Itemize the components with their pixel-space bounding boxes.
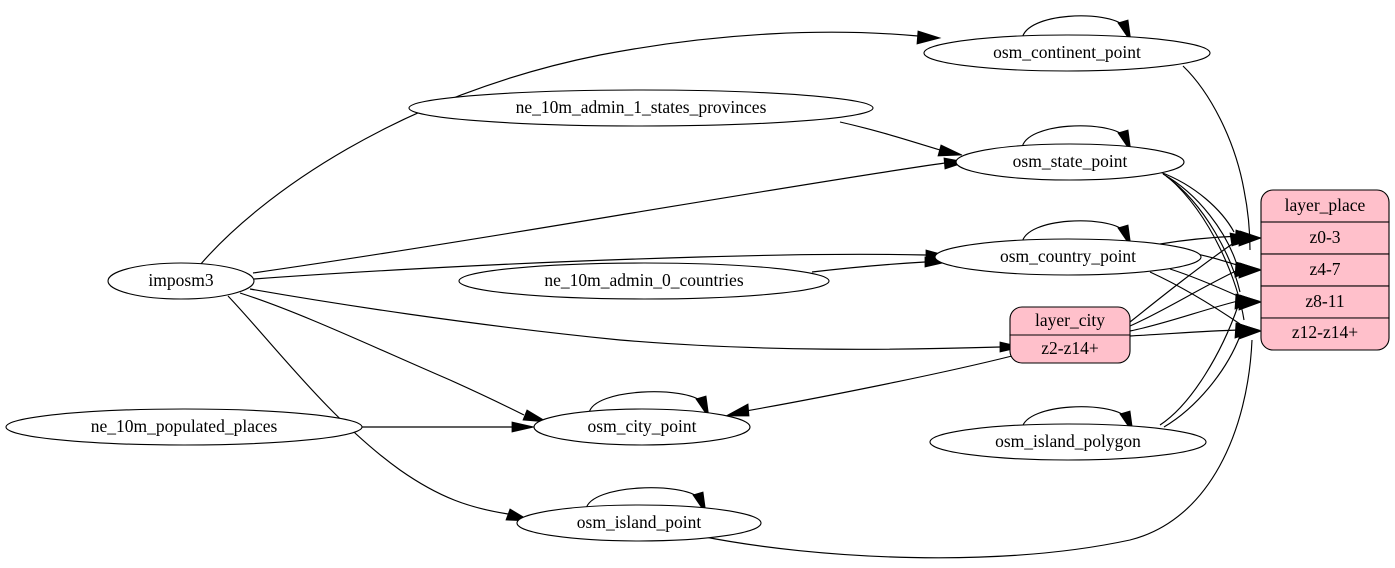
node-label-ne-populated: ne_10m_populated_places [91, 416, 278, 436]
node-label-osm-island-point: osm_island_point [577, 512, 702, 532]
edge-osm-country-point-to-layer-place-z0-3 [1159, 235, 1241, 245]
arrowhead-ne-admin1-osm-state-point [937, 144, 963, 157]
node-label-osm-state-point: osm_state_point [1013, 151, 1128, 171]
record-cell-layer-city-z2-z14[interactable] [1009, 334, 1131, 364]
arrowhead-ne-populated-osm-city-point [511, 421, 535, 433]
edge-self-loop-osm-country-point [1021, 220, 1125, 244]
edge-imposm3-to-osm-country-point [253, 253, 927, 280]
arrowhead-layer-city-osm-city-point [725, 403, 750, 417]
record-label-layer-place-z12-z14: z12-z14+ [1292, 322, 1358, 342]
edge-imposm3-to-osm-city-point [239, 292, 525, 416]
arrowhead-layer-place-z8-11-b [1238, 294, 1263, 311]
record-label-layer-city-title: layer_city [1035, 310, 1105, 330]
edge-osm-island-polygon-to-layer-place-z12-z14 [1163, 335, 1241, 428]
node-shape-osm-island-point[interactable] [516, 504, 762, 542]
edge-imposm3-to-osm-island-point [227, 295, 509, 515]
node-ne-10m-populated-places[interactable]: ne_10m_populated_places [5, 408, 363, 446]
edge-layer-city-to-layer-place-z12-z14 [1129, 329, 1239, 337]
node-shape-osm-state-point[interactable] [955, 143, 1185, 181]
arrowhead-imposm3-osm-state-point [943, 157, 967, 170]
node-ne-10m-admin-1-states-provinces[interactable]: ne_10m_admin_1_states_provinces [408, 89, 874, 127]
edge-layer-city-to-layer-place-z0-3 [1129, 239, 1239, 323]
edge-ne-admin1-to-osm-state-point [839, 121, 941, 151]
edge-osm-island-point-to-layer-place-z12-z14 [699, 339, 1253, 559]
arrowhead-layer-place-z4-7-b [1238, 262, 1263, 279]
record-label-layer-place-title: layer_place [1285, 195, 1366, 215]
node-shape-osm-continent-point[interactable] [923, 34, 1211, 72]
edge-osm-continent-point-to-layer-place-z0-3 [1182, 65, 1251, 251]
node-shape-osm-city-point[interactable] [533, 408, 751, 446]
record-cell-layer-place-z4-7[interactable] [1260, 253, 1390, 287]
node-osm-city-point[interactable]: osm_city_point [533, 408, 751, 446]
edge-osm-state-point-to-layer-place-z0-3 [1159, 171, 1235, 233]
node-label-ne-admin0: ne_10m_admin_0_countries [544, 270, 743, 290]
node-osm-state-point[interactable]: osm_state_point [955, 143, 1185, 181]
node-label-imposm3: imposm3 [148, 270, 213, 290]
node-layer: imposm3 ne_10m_admin_1_states_provinces … [5, 34, 1211, 542]
node-shape-ne-populated[interactable] [5, 408, 363, 446]
record-cell-layer-place-z12-z14[interactable] [1260, 317, 1390, 351]
node-shape-ne-admin0[interactable] [458, 262, 830, 300]
node-label-osm-city-point: osm_city_point [588, 416, 697, 436]
node-label-osm-continent-point: osm_continent_point [993, 42, 1141, 62]
arrowhead-layer-place-z0-3-b [1238, 230, 1263, 247]
node-imposm3[interactable]: imposm3 [107, 262, 255, 300]
edge-osm-country-point-to-layer-place-z8-11 [1169, 268, 1241, 298]
edge-imposm3-to-layer-city [249, 288, 1001, 350]
node-shape-imposm3[interactable] [107, 262, 255, 300]
edge-osm-island-polygon-to-layer-place-z8-11 [1159, 305, 1239, 426]
node-shape-osm-island-polygon[interactable] [929, 423, 1207, 461]
record-node-layer-city[interactable]: layer_city z2-z14+ [1009, 306, 1131, 364]
record-label-layer-place-z8-11: z8-11 [1305, 291, 1344, 311]
edge-layer [199, 15, 1263, 559]
record-label-layer-place-z4-7: z4-7 [1309, 259, 1340, 279]
node-ne-10m-admin-0-countries[interactable]: ne_10m_admin_0_countries [458, 262, 830, 300]
node-shape-ne-admin1[interactable] [408, 89, 874, 127]
edge-imposm3-to-osm-state-point [252, 162, 946, 274]
arrowhead-layer-place-z12-z14-b [1238, 323, 1263, 340]
node-osm-island-point[interactable]: osm_island_point [516, 504, 762, 542]
edge-self-loop-osm-island-point [585, 487, 700, 510]
edge-imposm3-to-osm-continent-point [199, 31, 919, 266]
arrowhead-imposm3-osm-continent-point [916, 30, 942, 45]
node-osm-island-polygon[interactable]: osm_island_polygon [929, 423, 1207, 461]
node-label-ne-admin1: ne_10m_admin_1_states_provinces [516, 97, 767, 117]
edge-layer-city-to-layer-place-z8-11 [1129, 300, 1239, 332]
edge-self-loop-osm-city-point [588, 391, 703, 414]
edge-osm-country-point-to-layer-place-z12-z14 [1149, 271, 1241, 325]
arrowhead-imposm3-osm-city-point [522, 409, 548, 423]
node-osm-country-point[interactable]: osm_country_point [934, 238, 1202, 276]
edge-self-loop-osm-continent-point [1021, 15, 1125, 40]
record-layer: layer_city z2-z14+ layer_place z0-3 z4-7… [1009, 189, 1390, 364]
node-label-osm-island-polygon: osm_island_polygon [995, 431, 1141, 451]
node-label-osm-country-point: osm_country_point [1000, 246, 1136, 266]
edge-self-loop-osm-island-polygon [1021, 406, 1127, 429]
record-cell-layer-place-z8-11[interactable] [1260, 285, 1390, 319]
edge-ne-admin0-to-osm-country-point [811, 261, 926, 273]
edge-layer-city-to-osm-city-point [739, 355, 1013, 413]
edge-osm-state-point-to-layer-place-z4-7 [1162, 173, 1237, 263]
record-label-layer-place-z0-3: z0-3 [1309, 227, 1340, 247]
record-label-layer-city-z2-z14: z2-z14+ [1041, 338, 1099, 358]
node-osm-continent-point[interactable]: osm_continent_point [923, 34, 1211, 72]
record-cell-layer-place-z0-3[interactable] [1260, 221, 1390, 255]
record-node-layer-place[interactable]: layer_place z0-3 z4-7 z8-11 z12-z14+ [1260, 189, 1390, 351]
edge-self-loop-osm-state-point [1021, 125, 1125, 149]
node-shape-osm-country-point[interactable] [934, 238, 1202, 276]
edge-layer-city-to-layer-place-z4-7 [1129, 269, 1239, 327]
